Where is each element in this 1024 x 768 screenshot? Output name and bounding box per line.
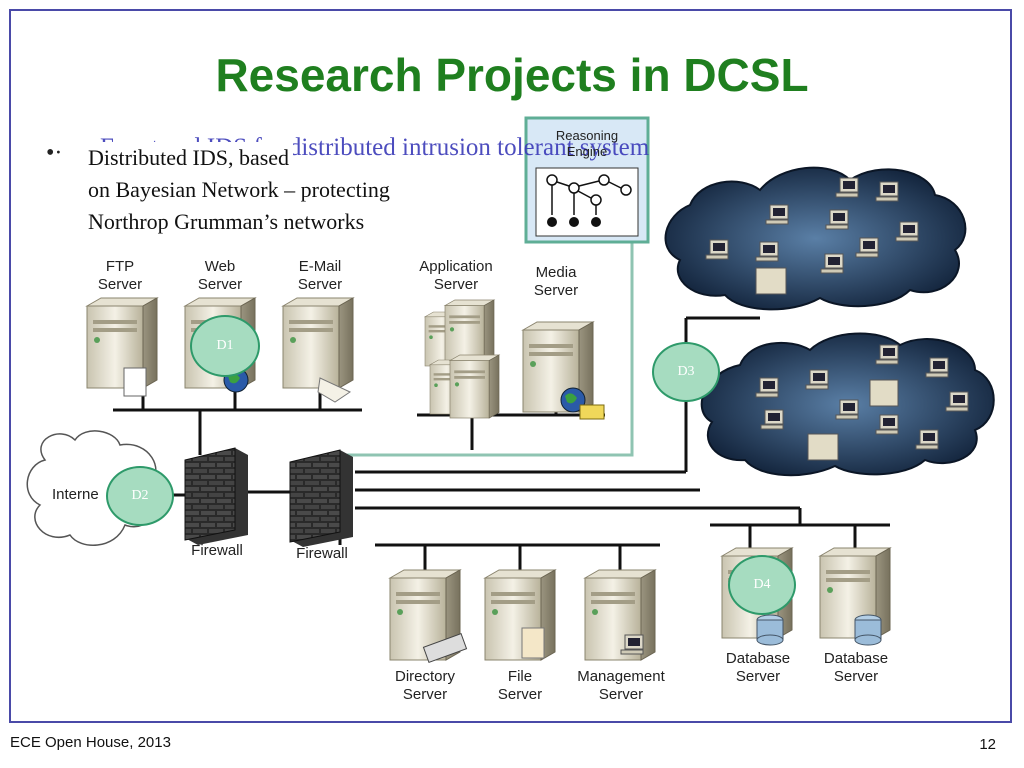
firewall-icons <box>184 447 353 547</box>
network-links <box>113 316 890 575</box>
server-icons-bottom <box>389 547 891 663</box>
slide-title: Research Projects in DCSL <box>215 49 809 101</box>
reasoning-engine-box <box>524 116 650 244</box>
reasoning-engine-label: Reasoning Engine <box>555 128 619 159</box>
ftp-server-label: FTP Server <box>97 258 143 293</box>
client-cloud-top <box>664 166 967 311</box>
management-server-label: Management Server <box>577 668 665 703</box>
detector-d1: D1 <box>190 315 260 377</box>
cloud-workstations <box>705 177 969 461</box>
bullet-line-1: Distributed IDS, based <box>88 142 294 174</box>
database-server-label-2: Database Server <box>823 650 889 685</box>
file-server-label: File Server <box>497 668 543 703</box>
web-server-label: Web Server <box>197 258 243 293</box>
slide-frame <box>9 9 1012 723</box>
detector-d2: D2 <box>106 466 174 526</box>
internet-label: Interne <box>52 486 99 503</box>
footer-event: ECE Open House, 2013 <box>10 734 171 751</box>
detector-d3: D3 <box>652 342 720 402</box>
bullet-text: Distributed IDS, based on Bayesian Netwo… <box>88 142 508 238</box>
directory-server-label: Directory Server <box>394 668 455 703</box>
firewall-right-label: Firewall <box>296 545 348 562</box>
bullet-marker: •· <box>46 140 63 166</box>
server-icons-top <box>86 297 605 420</box>
email-server-label: E-Mail Server <box>297 258 343 293</box>
application-server-label: Application Server <box>419 258 493 293</box>
media-server-label: Media Server <box>533 264 579 299</box>
firewall-left-label: Firewall <box>191 542 243 559</box>
database-server-label-1: Database Server <box>725 650 791 685</box>
bullet-line-3: Northrop Grumman’s networks <box>88 206 369 238</box>
page-number: 12 <box>979 736 996 753</box>
bullet-line-2: on Bayesian Network – protecting <box>88 174 394 206</box>
detector-d4: D4 <box>728 555 796 615</box>
